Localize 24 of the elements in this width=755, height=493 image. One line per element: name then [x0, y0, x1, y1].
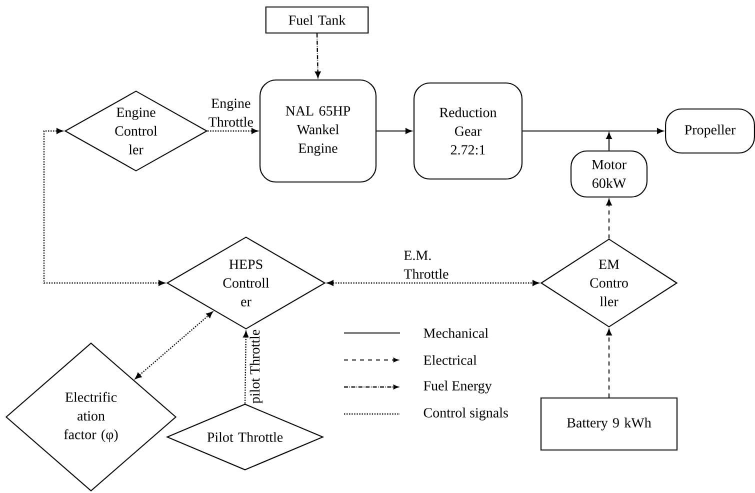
edge-label: pilot Throttle — [248, 328, 264, 405]
legend-text: Electrical — [424, 355, 477, 365]
process-box: Fuel Tank — [265, 6, 369, 34]
arrow — [208, 128, 258, 134]
arrow — [522, 128, 664, 134]
arrow — [606, 132, 612, 150]
arrow — [135, 312, 213, 380]
rounded-box: NAL 65HP Wankel Engine — [259, 79, 377, 183]
arrow — [606, 329, 612, 398]
rounded-box: Motor 60kW — [570, 150, 648, 198]
rounded-box: Propeller — [665, 108, 755, 154]
arrow — [43, 128, 165, 286]
rounded-box: Reduction Gear 2.72:1 — [413, 82, 523, 180]
arrow — [315, 34, 321, 78]
arrow — [243, 331, 249, 404]
arrow — [606, 199, 612, 238]
process-box: Battery 9 kWh — [540, 397, 678, 451]
arrow — [376, 128, 412, 134]
legend-text: Fuel Energy — [424, 380, 492, 394]
edge-label: E.M. Throttle — [404, 250, 448, 279]
legend-text: Mechanical — [424, 328, 488, 338]
arrow — [327, 280, 539, 286]
edge-label: Engine Throttle — [208, 98, 253, 127]
legend-text: Control signals — [424, 408, 508, 420]
